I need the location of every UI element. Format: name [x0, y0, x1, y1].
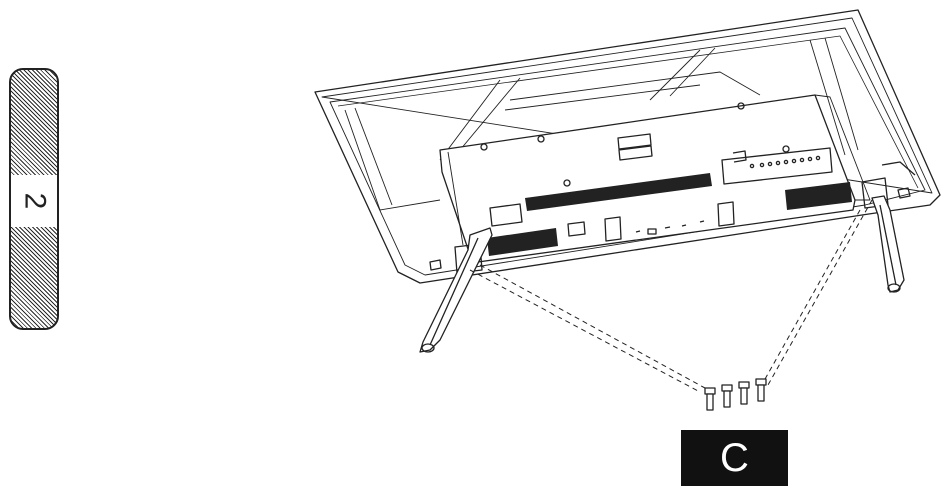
screw-icon — [721, 384, 733, 408]
part-label-text: C — [720, 436, 749, 480]
screw-icon — [704, 387, 716, 411]
step-number-box: 2 — [11, 175, 57, 227]
screw-icon — [755, 378, 767, 402]
tv-stand-leg-icon — [419, 227, 493, 353]
part-label-box: C — [681, 430, 788, 486]
tv-stand-leg-icon — [871, 195, 905, 293]
tv-back-panel-drawing — [314, 9, 941, 284]
screw-guide-lines — [469, 199, 873, 393]
screw-icon — [738, 381, 750, 405]
step-tab: 2 — [9, 68, 59, 330]
